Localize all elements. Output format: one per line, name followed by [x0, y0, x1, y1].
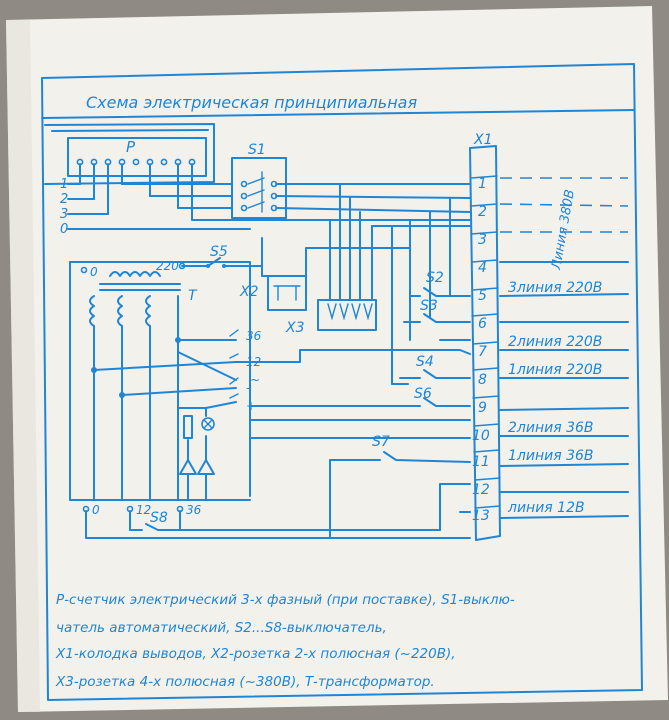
svg-text:1: 1 — [478, 176, 487, 192]
terminal-numbers: 1 2 3 4 5 6 7 8 9 10 11 12 13 — [472, 176, 490, 524]
svg-text:11: 11 — [472, 454, 490, 470]
socket-x3 — [317, 299, 377, 331]
svg-text:3: 3 — [478, 232, 487, 248]
switch-s3-label: S3 — [420, 298, 438, 314]
legend: Р-счетчик электрический 3-х фазный (при … — [55, 592, 515, 690]
svg-text:36: 36 — [246, 329, 262, 343]
breaker-s1 — [231, 157, 287, 219]
line-1-220: 1линия 220В — [508, 362, 602, 378]
svg-text:Х1-колодка выводов, Х2-розетка: Х1-колодка выводов, Х2-розетка 2-х полюс… — [55, 646, 456, 662]
terminal-block-x1 — [469, 145, 501, 541]
paper-shadow — [6, 20, 40, 712]
switch-s2-label: S2 — [426, 270, 444, 286]
meter-label: P — [126, 138, 136, 156]
line-2-220: 2линия 220В — [508, 334, 602, 350]
switch-s4-label: S4 — [416, 354, 434, 370]
terminal-wiring — [249, 339, 471, 531]
drawing-frame — [41, 63, 643, 701]
line-12: линия 12В — [507, 500, 585, 516]
switch-s3 — [403, 313, 471, 323]
svg-text:9: 9 — [478, 400, 487, 416]
switch-s7 — [329, 451, 471, 539]
svg-text:13: 13 — [472, 508, 490, 524]
svg-text:0: 0 — [92, 503, 100, 517]
bottom-taps: 0 12 36 — [92, 503, 202, 517]
socket-x3-label: X3 — [285, 320, 305, 336]
diagram-title: Схема электрическая принципиальная — [86, 93, 417, 112]
terminal-block-label: X1 — [473, 132, 493, 148]
output-lines — [499, 177, 629, 519]
line-1-36: 1линия 36В — [508, 448, 594, 464]
switch-s5 — [181, 257, 263, 268]
svg-text:12: 12 — [136, 503, 151, 517]
socket-x2-label: X2 — [239, 284, 259, 300]
svg-text:-: - — [246, 381, 250, 395]
switch-s4 — [399, 369, 471, 379]
svg-text:~: ~ — [250, 373, 260, 387]
transformer-label: T — [188, 288, 198, 304]
input-labels: 1 2 3 0 — [60, 177, 68, 237]
svg-text:2: 2 — [60, 192, 68, 207]
svg-text:1: 1 — [60, 177, 68, 192]
line-3-220: 3линия 220В — [508, 280, 602, 296]
svg-text:4: 4 — [478, 260, 487, 276]
line-2-36: 2линия 36В — [508, 420, 594, 436]
svg-text:6: 6 — [478, 316, 487, 332]
svg-text:36: 36 — [186, 503, 202, 517]
svg-text:8: 8 — [478, 372, 487, 388]
switch-s8-label: S8 — [150, 510, 168, 526]
svg-text:Р-счетчик электрический 3-х фа: Р-счетчик электрический 3-х фазный (при … — [56, 592, 515, 608]
breaker-label: S1 — [248, 142, 266, 158]
tap-0-top: 0 — [90, 265, 98, 279]
svg-text:7: 7 — [478, 344, 487, 360]
s1-output-wires — [275, 183, 471, 213]
tap-220-top: 220 — [156, 259, 179, 273]
meter-p — [67, 137, 207, 177]
switch-s2 — [409, 287, 471, 297]
transformer-t — [69, 261, 251, 501]
svg-text:2: 2 — [478, 204, 487, 220]
switch-s7-label: S7 — [372, 434, 390, 450]
switch-s6-label: S6 — [414, 386, 432, 402]
switch-s8 — [129, 523, 181, 531]
svg-text:5: 5 — [478, 288, 487, 304]
switch-s5-label: S5 — [210, 244, 228, 260]
switch-s6 — [249, 397, 471, 407]
svg-text:10: 10 — [472, 428, 490, 444]
svg-text:чатель автоматический, S2...S8: чатель автоматический, S2...S8-выключате… — [56, 620, 387, 636]
svg-text:Х3-розетка 4-х полюсная (~380В: Х3-розетка 4-х полюсная (~380В), Т-транс… — [55, 674, 435, 690]
bus-wires — [329, 183, 471, 385]
svg-text:12: 12 — [472, 482, 490, 498]
svg-text:3: 3 — [60, 207, 68, 222]
svg-text:0: 0 — [60, 222, 68, 237]
